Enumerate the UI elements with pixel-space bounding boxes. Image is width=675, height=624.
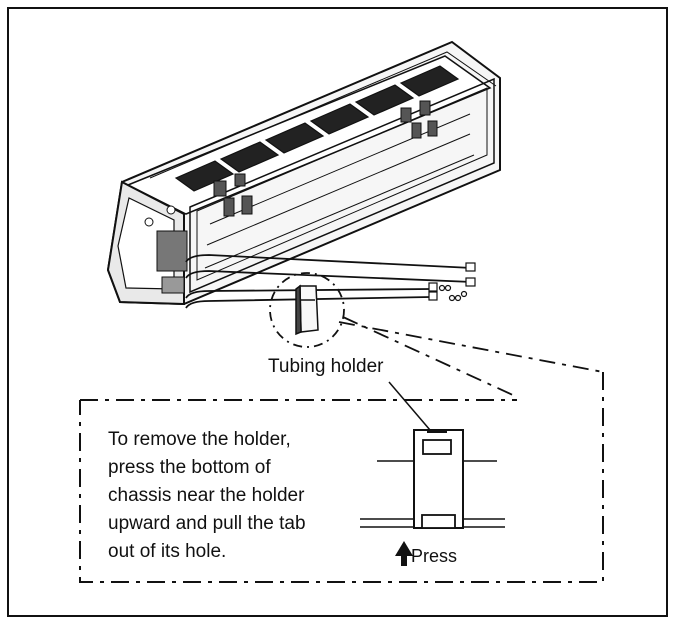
arrow-up-icon [395,541,413,566]
tubing-holder-label: Tubing holder [268,356,384,377]
removal-instructions: To remove the holder, press the bottom o… [108,426,408,566]
instruction-line: To remove the holder, [108,429,291,450]
detail-box [79,372,604,583]
instruction-line: upward and pull the tab [108,513,306,534]
label-leader-line [388,381,431,431]
callout-lines [338,316,604,397]
instruction-line: out of its hole. [108,541,227,562]
instruction-line: press the bottom of [108,457,271,478]
instruction-line: chassis near the holder [108,485,305,506]
indoor-unit-illustration [106,40,501,348]
press-label: Press [411,546,458,566]
tubing-holder-detail [360,429,505,529]
